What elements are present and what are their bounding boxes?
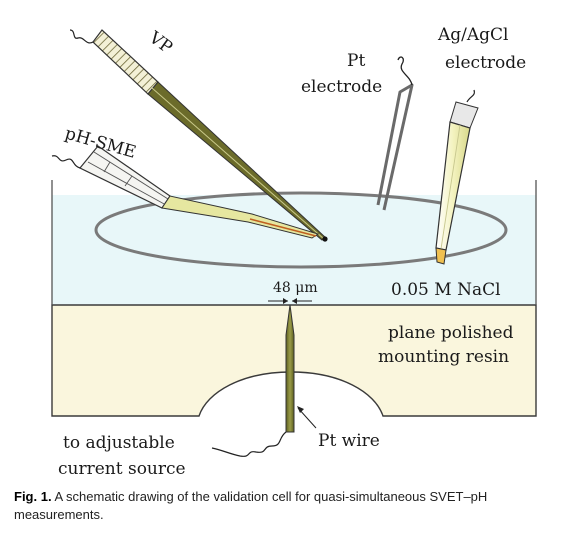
label-pt-electrode-line1: Pt <box>347 51 365 71</box>
label-gap: 48 μm <box>273 280 318 296</box>
vibrating-probe <box>69 29 328 242</box>
label-electrolyte: 0.05 M NaCl <box>391 280 501 300</box>
pt-electrode-wire <box>397 56 413 86</box>
label-pt-electrode-line2: electrode <box>301 77 382 97</box>
label-ag-agcl-line2: electrode <box>445 53 526 73</box>
pt-ring-electrode <box>94 191 508 269</box>
label-resin-line2: mounting resin <box>378 347 509 367</box>
figure-caption: Fig. 1. A schematic drawing of the valid… <box>14 488 570 524</box>
label-vp: VP <box>144 27 176 58</box>
label-source-line1: to adjustable <box>63 433 175 453</box>
label-pt-wire: Pt wire <box>318 431 380 451</box>
caption-text: A schematic drawing of the validation ce… <box>14 489 488 522</box>
caption-label: Fig. 1. <box>14 489 52 504</box>
gap-dimension-marker <box>268 298 312 304</box>
label-resin-line1: plane polished <box>388 323 514 343</box>
pt-wire <box>211 304 317 457</box>
pt-electrode-lead <box>376 83 414 211</box>
label-ag-agcl-line1: Ag/AgCl <box>437 25 509 45</box>
label-source-line2: current source <box>58 459 186 479</box>
ag-agcl-electrode <box>435 89 479 265</box>
ph-sme-probe <box>51 145 320 239</box>
